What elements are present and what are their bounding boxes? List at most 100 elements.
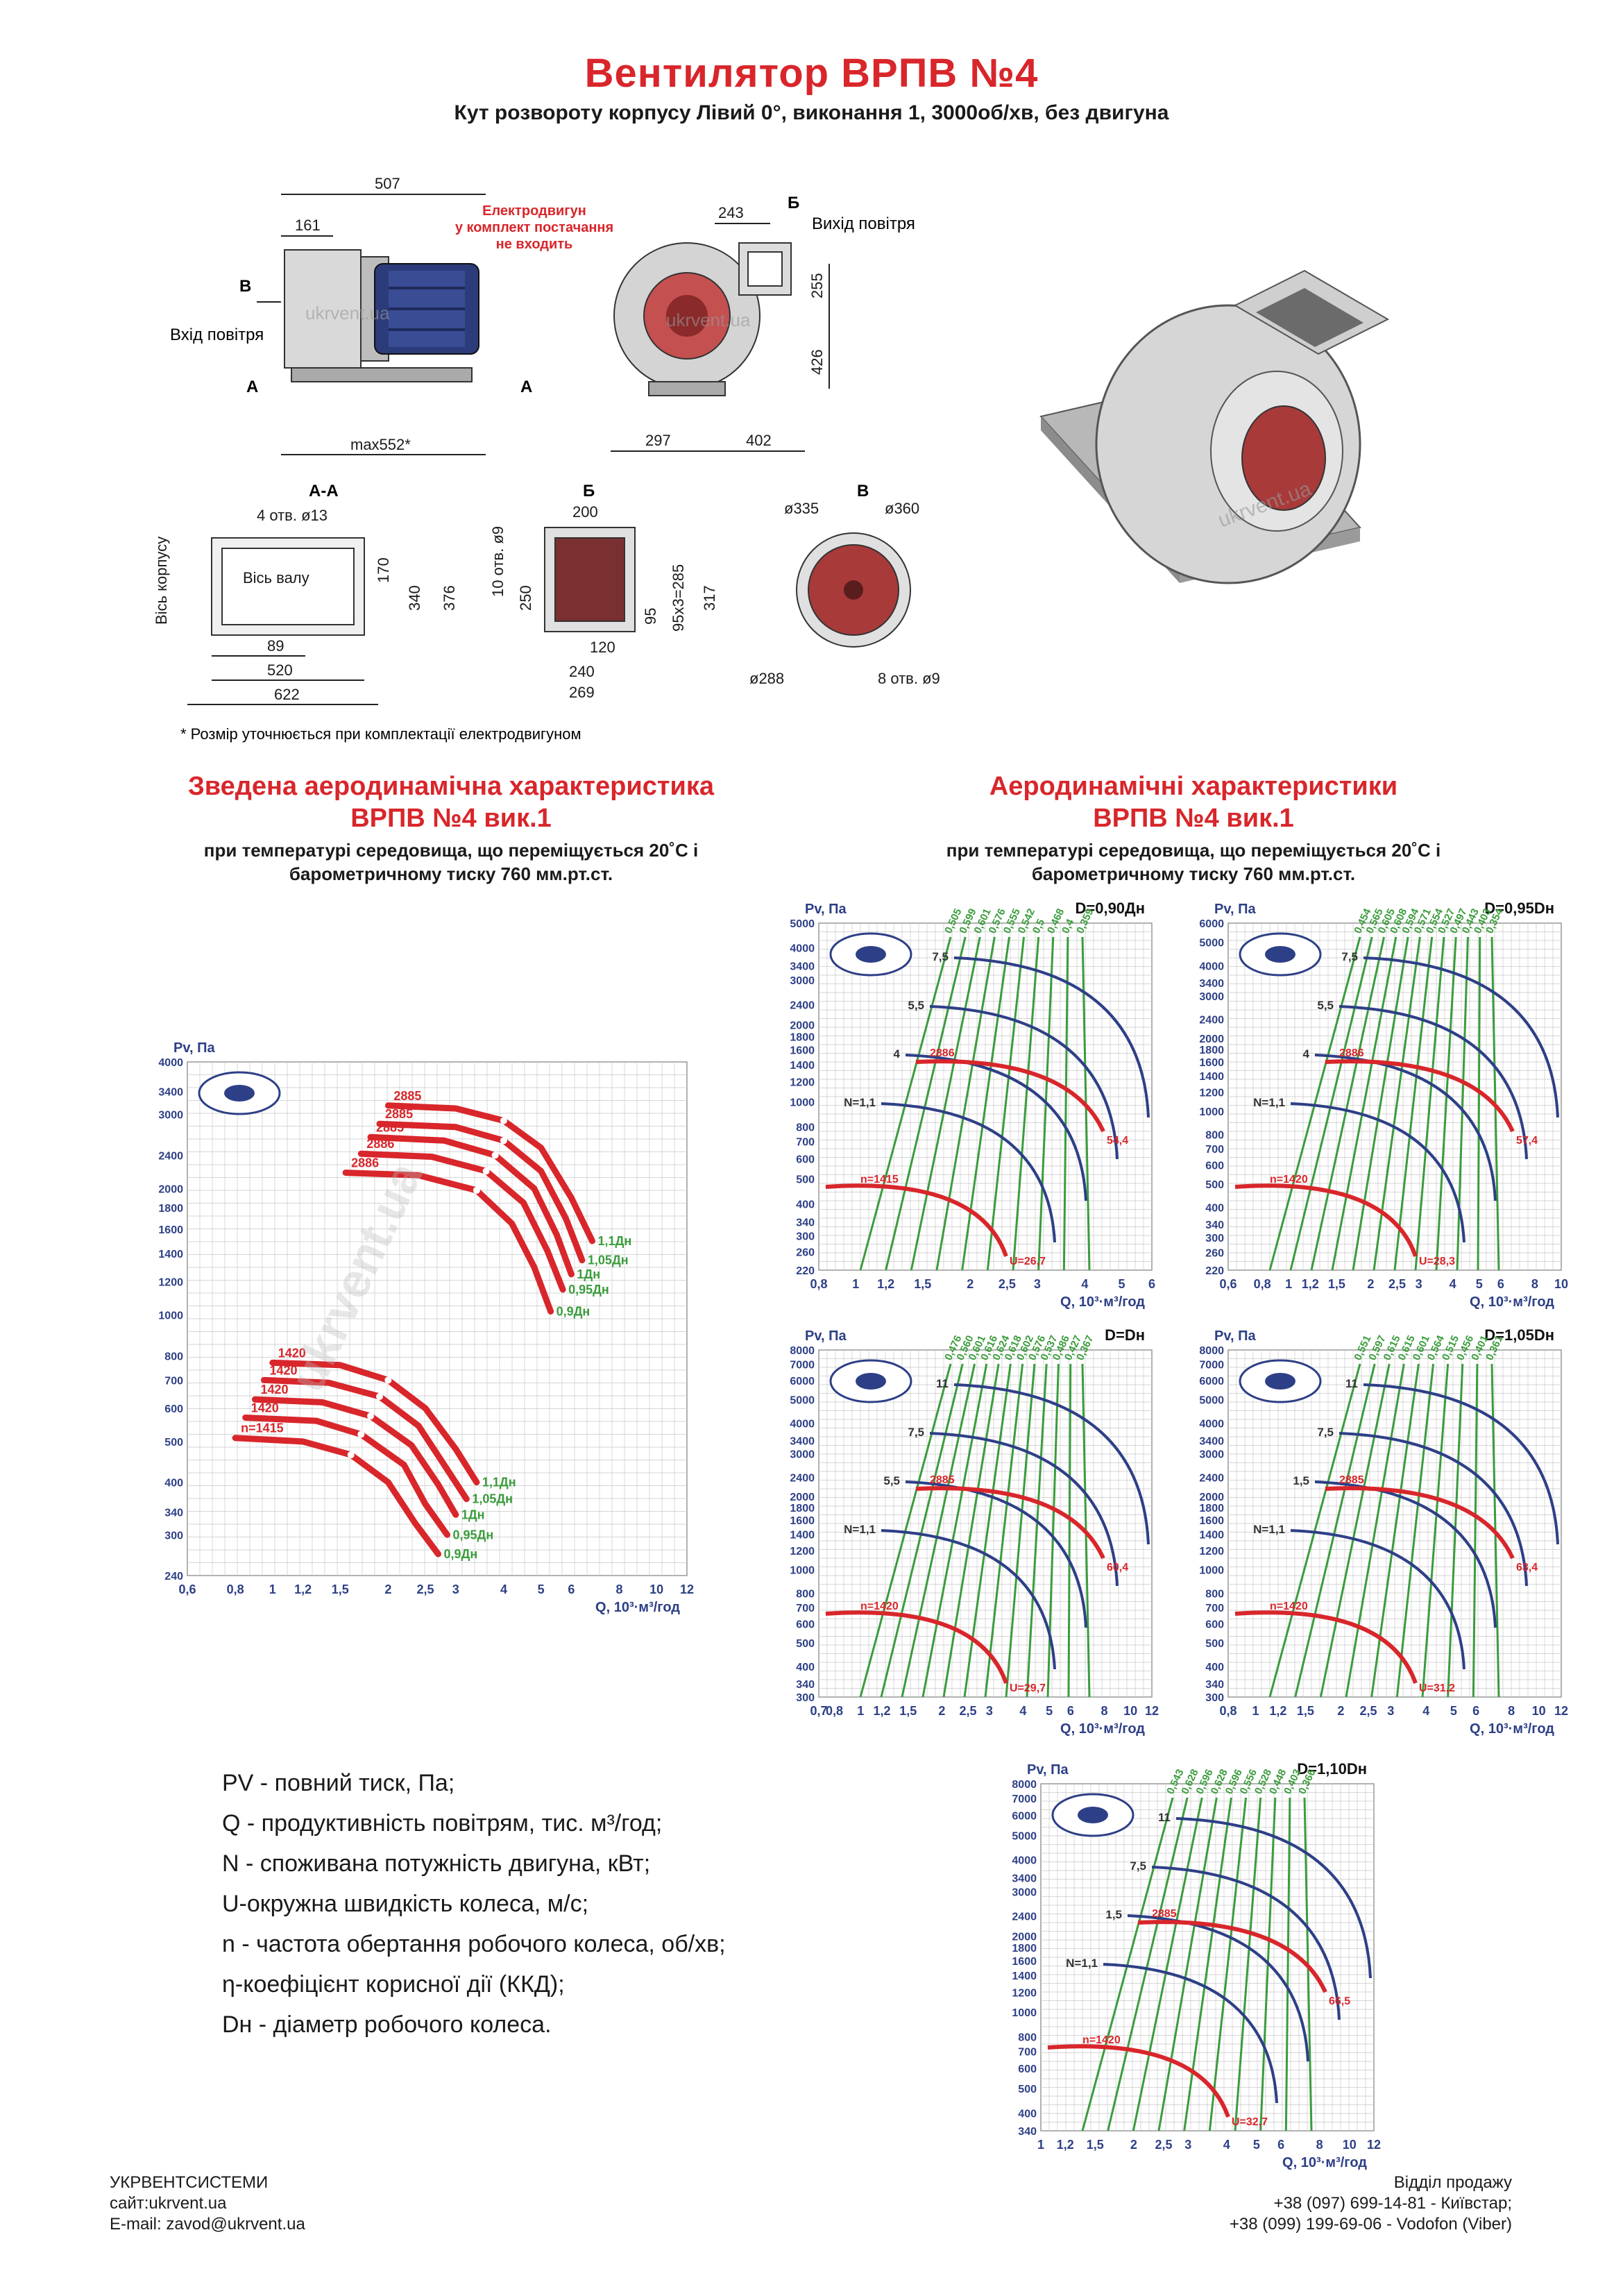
curve-speed-label: 1420 [269,1363,297,1377]
footer-phone-1[interactable]: +38 (097) 699-14-81 - Київстар; [1273,2194,1512,2213]
y-tick-label: 3400 [1199,978,1224,990]
power-label: 11 [936,1377,949,1390]
y-tick-label: 1000 [158,1310,183,1322]
y-tick-label: 500 [164,1437,183,1449]
x-tick-label: 10 [649,1582,663,1596]
x-tick-label: 8 [1316,2138,1323,2152]
sec-aa: А-А [309,482,339,500]
x-tick-label: 6 [1277,2138,1284,2152]
y-tick-label: 400 [1205,1203,1224,1215]
y-tick-label: 700 [164,1375,183,1387]
efficiency-line [1062,936,1069,1271]
curve-speed-label: 2885 [393,1089,421,1103]
y-tick-label: 1200 [790,1077,815,1088]
speed-label-high: 2885 [1339,1474,1364,1486]
curve-diameter-label: 1,05Дн [472,1492,513,1506]
efficiency-line [1183,1797,1232,2132]
velocity-label-high: 63,4 [1516,1562,1538,1573]
curve-4 [342,1170,554,1315]
y-tick-label: 300 [796,1692,815,1704]
curve-diameter-label: 1Дн [461,1508,485,1521]
y-tick-label: 700 [1205,1144,1224,1156]
y-tick-label: 240 [164,1571,183,1582]
efficiency-line [1370,1363,1420,1698]
legend-u: U-окружна швидкість колеса, м/с; [222,1891,589,1917]
section-v: В ø335 ø360 ø288 8 отв. ø9 [749,482,940,687]
y-tick-label: 1800 [1012,1943,1037,1955]
perf-heading: Аеродинамічні характеристики ВРПВ №4 вик… [860,770,1527,886]
x-tick-label: 3 [1387,1704,1394,1718]
y-tick-label: 1400 [158,1249,183,1260]
curve-marker [491,1151,499,1159]
legend-n: N - споживана потужність двигуна, кВт; [222,1850,651,1877]
y-tick-label: 600 [164,1403,183,1415]
efficiency-line [1012,936,1040,1271]
y-tick-label: 800 [796,1589,815,1601]
efficiency-line [885,936,967,1271]
y-tick-label: 260 [796,1247,815,1258]
x-tick-label: 1,5 [899,1704,917,1718]
x-tick-label: 3 [1416,1277,1422,1291]
x-tick-label: 6 [1067,1704,1074,1718]
y-tick-label: 500 [1018,2084,1037,2095]
operating-curve-high [1325,1059,1515,1133]
y-tick-label: 340 [1205,1219,1224,1231]
y-tick-label: 3000 [790,975,815,987]
logo-badge-icon [224,1085,255,1101]
x-tick-label: 5 [1119,1277,1125,1291]
curve-marker [347,1451,355,1459]
x-tick-label: 1,2 [1057,2138,1074,2152]
speed-label-low: n=1420 [1270,1601,1308,1612]
power-curve [1314,1054,1497,1201]
x-tick-label: 8 [1531,1277,1538,1291]
x-tick-label: 1,2 [1302,1277,1319,1291]
x-tick-label: 1,5 [1087,2138,1104,2152]
x-tick-label: 2 [1337,1704,1344,1718]
y-tick-label: 7000 [1012,1793,1037,1805]
curve-diameter-label: 1,1Дн [597,1234,631,1248]
x-tick-label: 1,2 [877,1277,894,1291]
power-label: 11 [1345,1377,1358,1390]
x-tick-label: 1 [1252,1704,1259,1718]
x-tick-label: 6 [1148,1277,1155,1291]
y-tick-label: 300 [1205,1233,1224,1244]
x-tick-label: 5 [1253,2138,1260,2152]
footer-email[interactable]: E-mail: zavod@ukrvent.ua [110,2215,305,2234]
x-tick-label: 8 [616,1582,623,1596]
power-curve [953,956,1150,1118]
speed-label-high: 2885 [930,1474,955,1486]
efficiency-line [935,936,996,1271]
y-tick-label: 8000 [1199,1345,1224,1357]
x-axis-label: Q, 10³·м³/год [1060,1721,1145,1737]
power-curve [929,1005,1119,1160]
y-tick-label: 1000 [790,1565,815,1577]
curve-marker [367,1412,375,1420]
dim-200: 200 [572,503,598,521]
y-tick-label: 500 [1205,1638,1224,1650]
dim-376: 376 [441,585,458,611]
efficiency-line [986,936,1026,1271]
power-label: N=1,1 [1066,1957,1098,1970]
y-tick-label: 400 [1018,2108,1037,2120]
y-tick-label: 500 [1205,1179,1224,1191]
y-tick-label: 300 [1205,1692,1224,1704]
technical-drawing: 507 161 Електродвигун у комплект постача… [153,175,1390,743]
x-tick-label: 2,5 [1359,1704,1377,1718]
power-label: 5,5 [908,999,924,1012]
operating-curve-low [825,1610,1008,1684]
chart-title: D=0,95Dн [1484,900,1554,917]
x-tick-label: 1,2 [1269,1704,1286,1718]
y-tick-label: 220 [796,1265,815,1277]
x-tick-label: 2 [967,1277,974,1291]
legend-pv: PV - повний тиск, Па; [222,1770,455,1796]
y-tick-label: 6000 [1199,1376,1224,1387]
efficiency-line [1477,936,1481,1271]
y-tick-label: 340 [1018,2126,1037,2138]
footer-site[interactable]: сайт:ukrvent.ua [110,2194,227,2213]
x-tick-label: 5 [538,1582,545,1596]
footer-phone-2[interactable]: +38 (099) 199-69-06 - Vodofon (Viber) [1229,2215,1512,2234]
x-tick-label: 8 [1508,1704,1515,1718]
x-tick-label: 0,6 [178,1582,196,1596]
efficiency-line [1268,936,1361,1271]
